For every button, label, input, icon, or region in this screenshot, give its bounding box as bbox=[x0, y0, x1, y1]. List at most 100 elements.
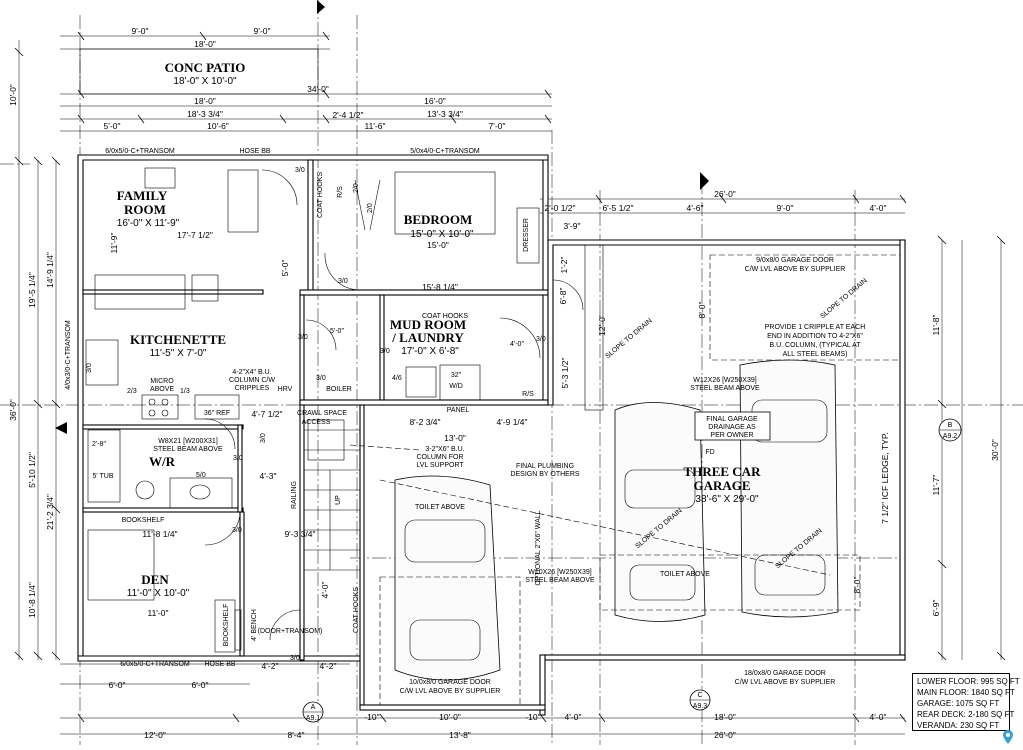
svg-text:COAT HOOKS: COAT HOOKS bbox=[353, 587, 360, 633]
svg-text:4'-7 1/2": 4'-7 1/2" bbox=[251, 409, 282, 419]
svg-text:COLUMN FOR: COLUMN FOR bbox=[416, 454, 463, 461]
svg-text:3/0: 3/0 bbox=[298, 334, 308, 341]
svg-text:11'-8 1/4": 11'-8 1/4" bbox=[142, 529, 177, 539]
dimension-text: 9'-0" 9'-0" 18'-0" 34'-0" 18'-0" 16'-0" … bbox=[8, 26, 1000, 740]
svg-text:PANEL: PANEL bbox=[447, 407, 470, 414]
svg-text:19'-5 1/4": 19'-5 1/4" bbox=[27, 272, 37, 308]
svg-text:8'-0": 8'-0" bbox=[697, 302, 707, 319]
svg-text:3/0: 3/0 bbox=[380, 348, 390, 355]
svg-text:18'-0": 18'-0" bbox=[194, 39, 216, 49]
svg-text:11'-8": 11'-8" bbox=[931, 314, 941, 335]
svg-text:13'-3 3/4": 13'-3 3/4" bbox=[427, 109, 463, 119]
svg-text:DRESSER: DRESSER bbox=[523, 218, 530, 252]
svg-text:C/W LVL ABOVE BY SUPPLIER: C/W LVL ABOVE BY SUPPLIER bbox=[400, 688, 501, 695]
svg-text:4'-9 1/4": 4'-9 1/4" bbox=[496, 417, 527, 427]
svg-text:8'-0": 8'-0" bbox=[852, 577, 862, 594]
mudroom-dim: 17'-0" X 6'-8" bbox=[401, 346, 459, 357]
svg-text:9'-0": 9'-0" bbox=[132, 26, 149, 36]
svg-text:HOSE BB: HOSE BB bbox=[239, 148, 270, 155]
svg-text:6'-0": 6'-0" bbox=[109, 680, 126, 690]
svg-text:11'-6": 11'-6" bbox=[364, 121, 385, 131]
svg-text:16'-0": 16'-0" bbox=[424, 96, 446, 106]
svg-text:DRAINAGE AS: DRAINAGE AS bbox=[708, 424, 756, 431]
svg-text:4'-0": 4'-0" bbox=[565, 712, 582, 722]
svg-text:18'-0": 18'-0" bbox=[714, 712, 736, 722]
svg-text:HOSE BB: HOSE BB bbox=[204, 661, 235, 668]
svg-text:9'-0": 9'-0" bbox=[777, 203, 794, 213]
svg-text:6'-8": 6'-8" bbox=[558, 288, 568, 305]
svg-text:(DOOR+TRANSOM): (DOOR+TRANSOM) bbox=[258, 628, 323, 635]
svg-text:BOOKSHELF: BOOKSHELF bbox=[122, 517, 165, 524]
area-line: MAIN FLOOR: 1840 SQ FT bbox=[917, 688, 1015, 697]
svg-text:FINAL GARAGE: FINAL GARAGE bbox=[706, 416, 758, 423]
svg-text:BOILER: BOILER bbox=[326, 386, 352, 393]
svg-text:COAT HOOKS: COAT HOOKS bbox=[317, 172, 324, 218]
svg-text:8'-4": 8'-4" bbox=[288, 730, 305, 740]
wr-name: W/R bbox=[149, 454, 176, 469]
svg-text:STEEL BEAM ABOVE: STEEL BEAM ABOVE bbox=[153, 446, 223, 453]
svg-text:2/3: 2/3 bbox=[127, 388, 137, 395]
svg-text:9'-3 3/4": 9'-3 3/4" bbox=[284, 529, 315, 539]
svg-text:5'-10 1/2": 5'-10 1/2" bbox=[27, 452, 37, 488]
location-pin-icon[interactable] bbox=[1003, 730, 1013, 744]
garage-name1: THREE CAR bbox=[684, 464, 762, 479]
svg-text:BOOKSHELF: BOOKSHELF bbox=[223, 604, 230, 647]
den-name: DEN bbox=[141, 572, 169, 587]
svg-text:W12X26 [W250X39]: W12X26 [W250X39] bbox=[693, 377, 756, 384]
area-line: REAR DECK: 2-180 SQ FT bbox=[917, 710, 1015, 719]
area-summary-box: LOWER FLOOR: 995 SQ FT MAIN FLOOR: 1840 … bbox=[912, 673, 1020, 731]
svg-text:3/0: 3/0 bbox=[232, 527, 242, 534]
svg-text:6'-0": 6'-0" bbox=[192, 680, 209, 690]
svg-text:2/0: 2/0 bbox=[367, 203, 374, 213]
svg-text:6'-9": 6'-9" bbox=[931, 600, 941, 617]
svg-text:DESIGN BY OTHERS: DESIGN BY OTHERS bbox=[510, 471, 579, 478]
svg-text:LVL SUPPORT: LVL SUPPORT bbox=[416, 462, 464, 469]
area-line: LOWER FLOOR: 995 SQ FT bbox=[917, 677, 1020, 686]
svg-text:9/0x8/0 GARAGE DOOR: 9/0x8/0 GARAGE DOOR bbox=[756, 257, 834, 264]
svg-text:ACCESS: ACCESS bbox=[302, 419, 331, 426]
svg-text:TOILET ABOVE: TOILET ABOVE bbox=[660, 571, 710, 578]
svg-text:13'-0": 13'-0" bbox=[444, 433, 466, 443]
svg-text:4'-0": 4'-0" bbox=[510, 341, 524, 348]
svg-text:10'-0": 10'-0" bbox=[439, 712, 461, 722]
svg-text:3/0: 3/0 bbox=[260, 433, 267, 443]
svg-text:3-2"X6" B.U.: 3-2"X6" B.U. bbox=[425, 446, 464, 453]
family-name1: FAMILY bbox=[117, 188, 168, 203]
svg-text:4'-3": 4'-3" bbox=[260, 471, 277, 481]
svg-text:UP: UP bbox=[335, 495, 342, 505]
svg-text:B: B bbox=[948, 422, 953, 429]
garage-drainage-note: FINAL GARAGE DRAINAGE AS PER OWNER bbox=[694, 411, 771, 441]
svg-text:PER OWNER: PER OWNER bbox=[710, 432, 753, 439]
svg-text:STEEL BEAM ABOVE: STEEL BEAM ABOVE bbox=[690, 385, 760, 392]
svg-text:26'-0": 26'-0" bbox=[714, 730, 736, 740]
svg-text:30'-0": 30'-0" bbox=[990, 439, 1000, 461]
kitchenette-name: KITCHENETTE bbox=[130, 332, 226, 347]
svg-text:26'-0": 26'-0" bbox=[714, 189, 736, 199]
svg-text:C/W LVL ABOVE BY SUPPLIER: C/W LVL ABOVE BY SUPPLIER bbox=[735, 679, 836, 686]
svg-text:3/0: 3/0 bbox=[316, 375, 326, 382]
svg-text:15'-8 1/4": 15'-8 1/4" bbox=[422, 282, 458, 292]
svg-text:14'-9 1/4": 14'-9 1/4" bbox=[45, 252, 55, 288]
svg-text:W/D: W/D bbox=[449, 383, 463, 390]
svg-text:RAILING: RAILING bbox=[291, 481, 298, 509]
svg-text:CRAWL SPACE: CRAWL SPACE bbox=[297, 410, 347, 417]
svg-text:6/0x5/0-C+TRANSOM: 6/0x5/0-C+TRANSOM bbox=[120, 661, 190, 668]
svg-text:11'-9": 11'-9" bbox=[109, 232, 119, 253]
svg-text:5/0: 5/0 bbox=[196, 472, 206, 479]
svg-text:5'-0": 5'-0" bbox=[330, 328, 344, 335]
svg-text:HRV: HRV bbox=[278, 386, 293, 393]
svg-text:FINAL PLUMBING: FINAL PLUMBING bbox=[516, 463, 574, 470]
svg-text:R/S: R/S bbox=[337, 186, 344, 198]
section-callout-a: A A9.1 bbox=[302, 701, 324, 723]
svg-text:36" REF: 36" REF bbox=[204, 410, 230, 417]
svg-text:4'-6": 4'-6" bbox=[687, 203, 704, 213]
svg-text:3'-9": 3'-9" bbox=[564, 221, 581, 231]
furniture bbox=[85, 167, 540, 653]
svg-text:10/0x8/0 GARAGE DOOR: 10/0x8/0 GARAGE DOOR bbox=[409, 679, 491, 686]
svg-text:4/0x3/0-C+TRANSOM: 4/0x3/0-C+TRANSOM bbox=[65, 320, 72, 390]
svg-text:18/0x8/0 GARAGE DOOR: 18/0x8/0 GARAGE DOOR bbox=[744, 670, 826, 677]
area-line: VERANDA: 230 SQ FT bbox=[917, 721, 1000, 730]
svg-text:4-2"X4" B.U.: 4-2"X4" B.U. bbox=[232, 369, 271, 376]
svg-text:ABOVE: ABOVE bbox=[150, 386, 174, 393]
